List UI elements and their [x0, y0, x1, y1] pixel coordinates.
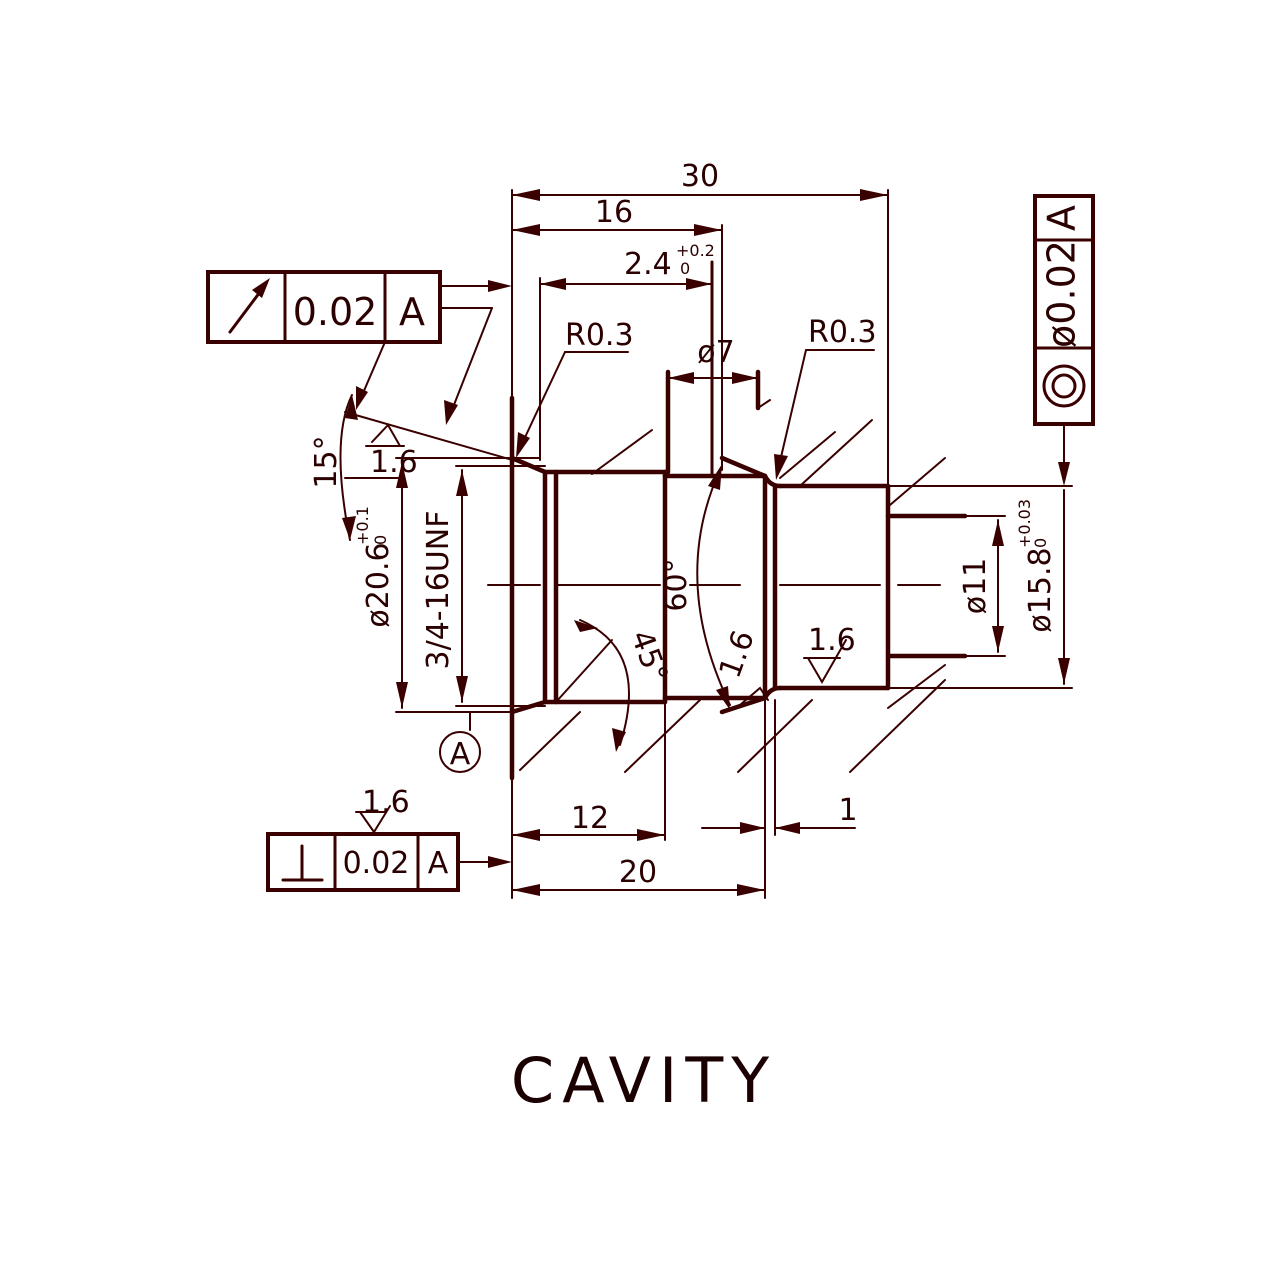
angle-45: 45° — [555, 619, 674, 752]
dim-16-label: 16 — [595, 195, 633, 230]
radius-left-label: R0.3 — [565, 318, 634, 353]
dim-dia-20-6: ø20.6 +0.1 0 — [353, 457, 541, 713]
dim-12-label: 12 — [571, 801, 609, 836]
runout-frame: 0.02 A — [206, 270, 512, 425]
finish-mid-label: 1.6 — [713, 626, 762, 683]
datum-a-marker: A — [439, 711, 481, 773]
dim-dia-15-8-label: ø15.8 — [1023, 547, 1058, 632]
dim-dia-15-8-tol-lower: 0 — [1031, 538, 1050, 548]
surface-finish-bottom: 1.6 — [355, 785, 410, 834]
finish-left-label: 1.6 — [370, 445, 418, 480]
dim-dia-11-label: ø11 — [958, 558, 993, 615]
dim-dia-11: ø11 — [958, 515, 1006, 657]
datum-a-label: A — [450, 737, 471, 772]
dim-dia-20-6-tol: +0.1 — [353, 506, 372, 545]
angle-15: 15° — [309, 394, 531, 541]
dim-20: 20 — [511, 699, 766, 899]
drawing-title: CAVITY — [511, 1044, 777, 1117]
dim-1: 1 — [701, 699, 858, 836]
dim-dia-20-6-tol-lower: 0 — [371, 535, 390, 545]
dim-dia-15-8: ø15.8 +0.03 0 — [887, 485, 1073, 689]
dim-16: 16 — [511, 195, 723, 471]
radius-right-label: R0.3 — [808, 315, 877, 350]
dim-thread: 3/4-16UNF — [421, 465, 546, 707]
dim-dia-20-6-label: ø20.6 — [361, 542, 396, 627]
dim-thread-label: 3/4-16UNF — [421, 511, 456, 670]
dim-dia-7: ø7 — [667, 335, 759, 384]
dim-2-4: 2.4 +0.2 0 — [539, 241, 715, 461]
angle-60: 60° — [659, 464, 731, 710]
concentricity-datum: A — [1040, 205, 1084, 231]
dim-dia-15-8-tol: +0.03 — [1015, 499, 1034, 548]
finish-right-label: 1.6 — [808, 623, 856, 658]
dim-2-4-label: 2.4 — [624, 247, 672, 282]
perpendicularity-tolerance: 0.02 — [343, 846, 410, 881]
dim-30: 30 — [511, 159, 889, 487]
finish-bottom-label: 1.6 — [362, 785, 410, 820]
surface-finish-right: 1.6 — [803, 623, 856, 684]
dim-20-label: 20 — [619, 855, 657, 890]
dim-dia-7-label: ø7 — [697, 335, 734, 370]
dim-12: 12 — [511, 701, 666, 841]
angle-15-label: 15° — [309, 435, 344, 488]
dim-2-4-tol-lower: 0 — [680, 259, 690, 278]
part-outline — [487, 260, 968, 781]
perpendicularity-icon — [281, 844, 324, 882]
concentricity-frame: A ø0.02 — [1033, 194, 1095, 486]
runout-datum: A — [399, 290, 425, 334]
radius-left: R0.3 — [516, 318, 634, 458]
dim-1-label: 1 — [838, 793, 857, 828]
runout-tolerance: 0.02 — [293, 290, 378, 334]
angle-60-label: 60° — [659, 558, 694, 611]
perpendicularity-datum: A — [428, 846, 449, 881]
perpendicularity-frame: 0.02 A 1.6 — [266, 785, 512, 892]
concentricity-icon — [1042, 364, 1086, 408]
runout-arrow-icon — [228, 278, 270, 334]
dim-2-4-tol: +0.2 — [676, 241, 715, 260]
radius-right: R0.3 — [774, 315, 877, 480]
concentricity-tolerance: ø0.02 — [1040, 240, 1084, 348]
dim-30-label: 30 — [681, 159, 719, 194]
surface-finish-left: 1.6 — [365, 423, 418, 480]
section-hatching — [519, 399, 946, 773]
